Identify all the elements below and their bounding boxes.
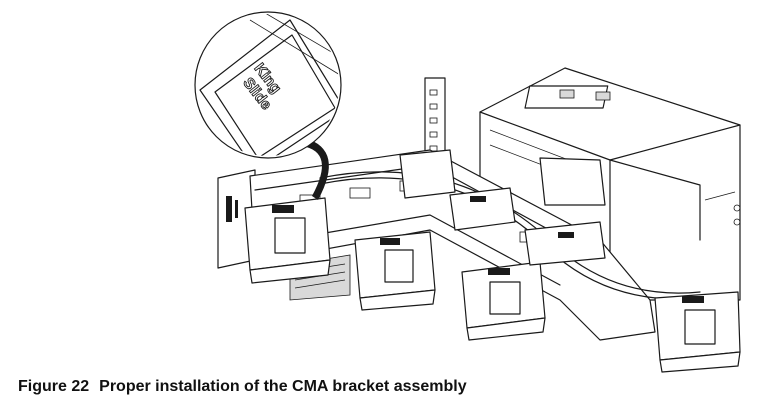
figure-caption: Figure 22 Proper installation of the CMA … bbox=[18, 378, 467, 396]
cable-clip-2 bbox=[354, 231, 436, 311]
figure-number: Figure 22 bbox=[18, 378, 90, 395]
callout-arrow bbox=[302, 138, 329, 200]
cable-clip-3 bbox=[461, 261, 546, 341]
figure-caption-text: Proper installation of the CMA bracket a… bbox=[99, 378, 467, 395]
magnified-callout: King Slide bbox=[194, 11, 342, 159]
cable-clip-1 bbox=[244, 197, 331, 284]
cable-clip-4 bbox=[654, 291, 741, 373]
upper-clips bbox=[399, 149, 606, 266]
